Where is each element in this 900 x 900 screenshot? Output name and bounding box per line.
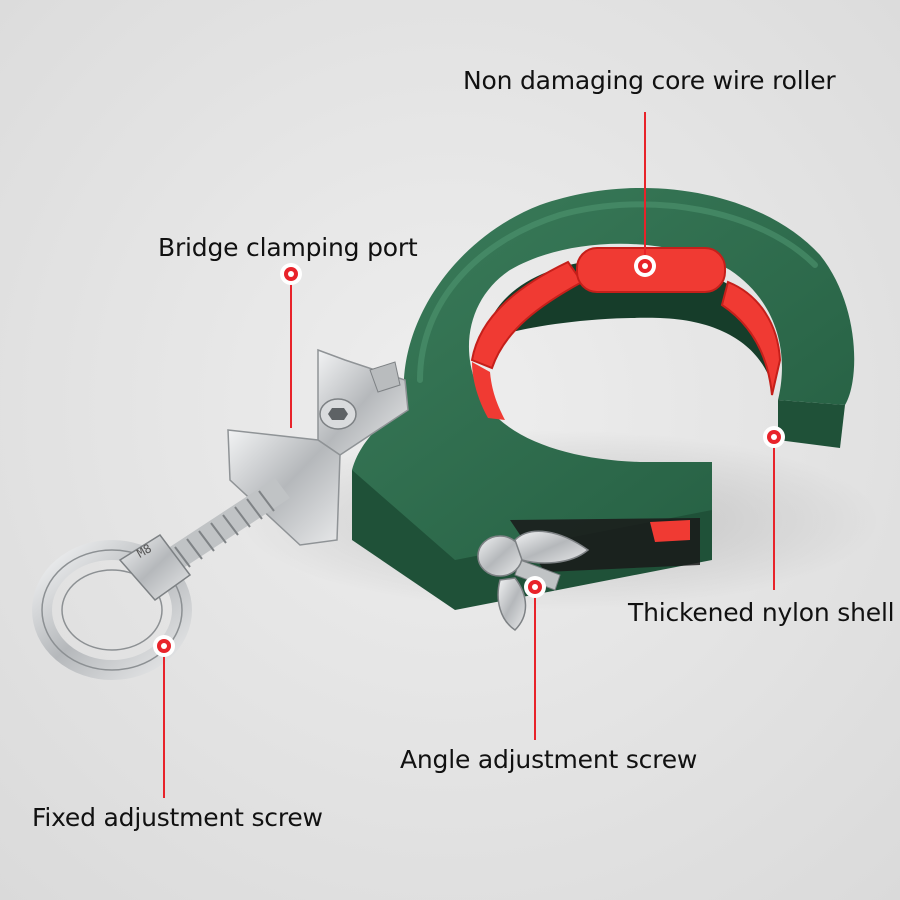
shell-highlight [417, 201, 818, 383]
threaded-rod [150, 478, 290, 580]
wing-screw-wing-bottom [497, 577, 527, 631]
bracket-base [227, 429, 341, 546]
eye-nut [118, 533, 192, 602]
roller-left [470, 260, 584, 370]
top-bolt-thread [369, 361, 401, 393]
bracket-bolt-hex [328, 408, 348, 420]
shell-slot-roller [650, 520, 690, 542]
callout-label-fixed: Fixed adjustment screw [32, 803, 323, 832]
nylon-shell [352, 187, 855, 560]
callout-dot-center-shell [771, 434, 777, 440]
callout-markers [153, 112, 785, 798]
callout-dot-center-roller [642, 263, 648, 269]
callout-label-roller: Non damaging core wire roller [463, 66, 836, 95]
callout-dot-center-angle [532, 584, 538, 590]
wing-screw-wing-top [514, 530, 590, 564]
callout-label-angle: Angle adjustment screw [400, 745, 698, 774]
callout-dot-center-bridge [288, 271, 294, 277]
nut-marking: M8 [135, 541, 155, 560]
callout-label-shell: Thickened nylon shell [628, 598, 895, 627]
steel-bracket [227, 348, 409, 546]
eye-bolt: M8 [32, 533, 192, 680]
callout-label-bridge: Bridge clamping port [158, 233, 418, 262]
shell-side-right [778, 400, 845, 448]
roller-lower-left [472, 362, 505, 420]
wing-screw [477, 530, 590, 631]
roller-right [720, 280, 782, 396]
callout-dot-center-fixed [161, 643, 167, 649]
